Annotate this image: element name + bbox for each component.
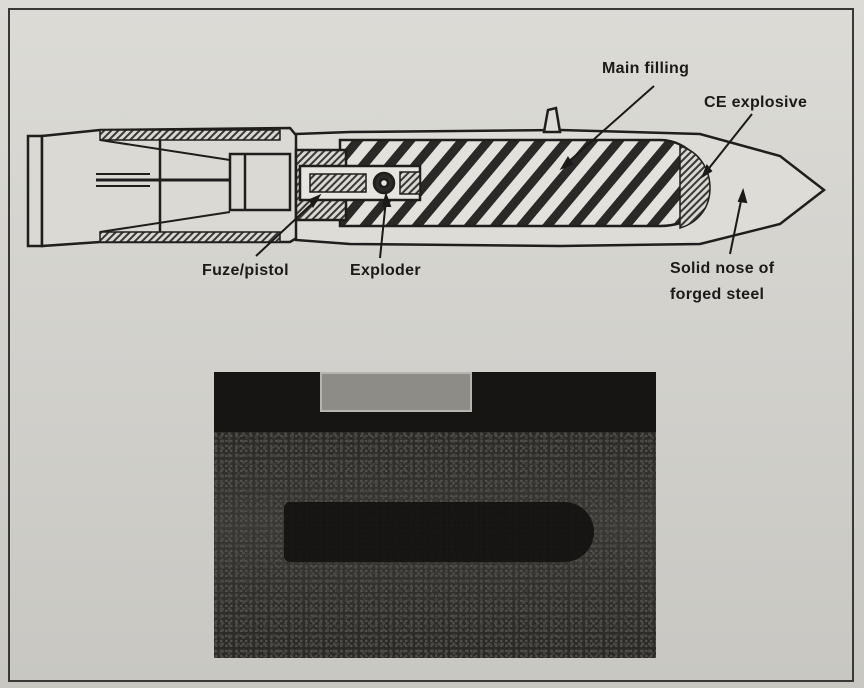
label-solid-nose: Solid nose of forged steel [670, 256, 774, 308]
figure-frame [8, 8, 854, 682]
label-main-filling: Main filling [602, 60, 690, 77]
bomb-photograph [214, 372, 656, 658]
bomb-casing [294, 106, 827, 248]
photo-bomb [284, 502, 594, 562]
photo-plate [320, 372, 472, 412]
leader-lines [255, 85, 753, 259]
label-fuze-pistol: Fuze/pistol [202, 262, 289, 279]
label-ce-explosive: CE explosive [704, 94, 808, 111]
label-solid-nose-line1: Solid nose of [670, 260, 775, 277]
label-exploder: Exploder [350, 262, 421, 279]
tail-fins [26, 126, 302, 248]
label-solid-nose-line2: forged steel [670, 286, 765, 303]
